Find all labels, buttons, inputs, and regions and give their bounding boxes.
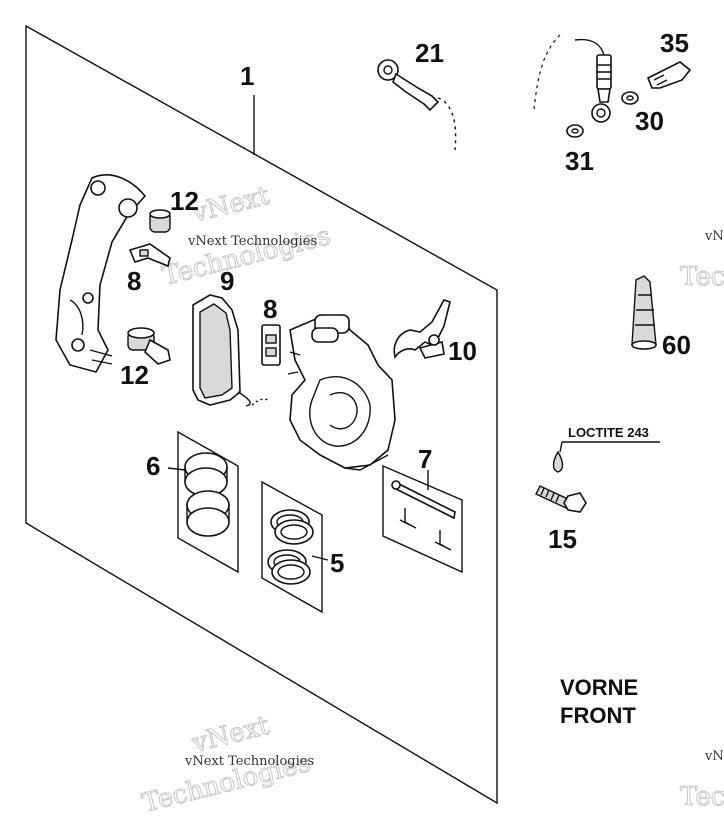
watermark-art-edge-2: Technologies xyxy=(680,782,724,812)
callout-8-center: 8 xyxy=(263,294,277,324)
brake-pad-9 xyxy=(192,294,269,407)
watermark-art-top-2: vNext xyxy=(188,711,272,759)
sealant-tube-60 xyxy=(631,275,657,350)
watermark-art-bottom: Technologies xyxy=(159,221,333,292)
banjo-fitting-assembly xyxy=(533,34,692,138)
watermark-company: vNext Technologies xyxy=(187,234,317,249)
loctite-leader xyxy=(559,441,563,453)
watermark-company-edge-2: vNext Technologies xyxy=(704,749,724,764)
watermark-company-2: vNext Technologies xyxy=(184,754,314,769)
brake-hose-21 xyxy=(377,59,457,151)
callout-5: 5 xyxy=(330,548,344,578)
assembly-panel xyxy=(25,24,498,805)
watermark-company-edge: vNext Technologies xyxy=(704,229,724,244)
seal-kit-5 xyxy=(261,480,323,614)
watermark-art-top: vNext xyxy=(188,181,272,229)
bolt-15 xyxy=(535,485,587,513)
brake-caliper xyxy=(287,314,396,471)
bleed-screw-10 xyxy=(393,299,451,359)
callout-15: 15 xyxy=(548,524,577,554)
callout-9: 9 xyxy=(220,266,234,296)
oil-drop-icon xyxy=(552,450,564,473)
piston-kit-6 xyxy=(177,430,239,574)
loctite-label: LOCTITE 243 xyxy=(568,425,649,440)
watermark-art-edge: Technologies xyxy=(680,262,724,292)
pin-kit-7 xyxy=(382,464,463,574)
callout-6: 6 xyxy=(146,451,160,481)
leader-5 xyxy=(311,555,329,561)
callout-1: 1 xyxy=(240,61,254,91)
callout-31: 31 xyxy=(565,146,594,176)
pad-spring-8-center xyxy=(261,324,281,366)
direction-english: FRONT xyxy=(560,703,636,728)
callout-30: 30 xyxy=(635,106,664,136)
callout-10: 10 xyxy=(448,336,477,366)
caliper-bracket xyxy=(55,174,147,373)
leader-6 xyxy=(167,467,186,471)
callout-21: 21 xyxy=(415,38,444,68)
bushing-12-top xyxy=(149,209,171,233)
guide-pin-12 xyxy=(127,327,171,365)
callout-12-bottom: 12 xyxy=(120,360,149,390)
callout-35: 35 xyxy=(660,28,689,58)
pad-spring-8-left xyxy=(128,243,171,268)
direction-german: VORNE xyxy=(560,675,638,700)
callout-8-left: 8 xyxy=(127,266,141,296)
callout-7: 7 xyxy=(418,444,432,474)
callout-60: 60 xyxy=(662,330,691,360)
callout-12-top: 12 xyxy=(170,186,199,216)
